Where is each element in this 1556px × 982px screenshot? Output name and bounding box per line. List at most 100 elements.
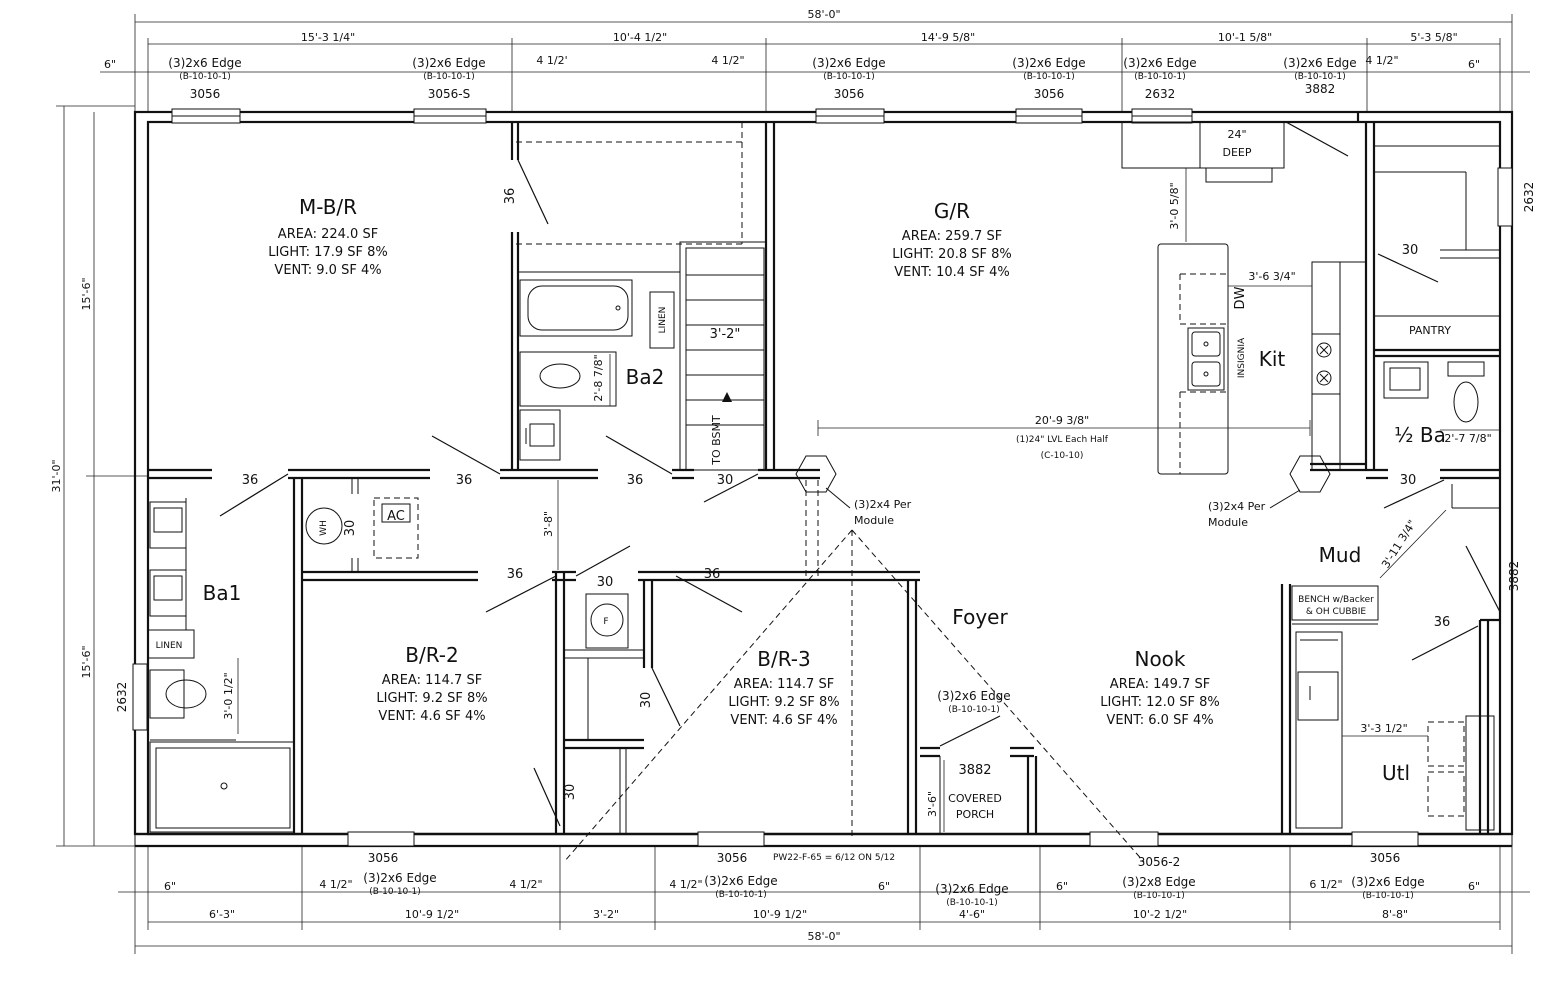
room-mbr-vent: VENT: 9.0 SF 4% [274,263,381,278]
linen-ba1-label: LINEN [156,641,183,651]
room-br3-name: B/R-3 [757,647,811,671]
windows [132,108,1513,847]
header-gr-2-callout: (B-10-10-1) [1023,72,1075,82]
top-dim-2: 10'-4 1/2" [613,31,667,44]
header-kit: (3)2x6 Edge [1123,56,1196,70]
bottom-offset-6: 6" [1056,880,1068,893]
ba1-shower-icon [149,741,295,833]
fixtures: LINEN LINEN WH AC F [147,279,1485,833]
overall-width-top: 58'-0" [807,8,840,21]
room-utl: Utl [1382,761,1410,785]
window-left-2632 [132,663,148,731]
covered-label: COVERED [948,792,1002,805]
door-br2: 36 [507,567,524,582]
dim-porch: 3'-6" [926,791,939,817]
header-mud-top-callout: (B-10-10-1) [1294,72,1346,82]
bottom-dim-4: 10'-9 1/2" [753,908,807,921]
bottom-offset-8: 6" [1468,880,1480,893]
door-mbr: 36 [456,473,473,488]
header-br3: (3)2x6 Edge [704,874,777,888]
door-ba1: 36 [242,473,259,488]
header-utl: (3)2x6 Edge [1351,875,1424,889]
door-closet-br2: 30 [563,784,578,801]
room-br2-light: LIGHT: 9.2 SF 8% [376,691,487,706]
room-labels: M-B/R AREA: 224.0 SF LIGHT: 17.9 SF 8% V… [203,128,1452,821]
window-header-labels: (3)2x6 Edge (B-10-10-1) 3056 (3)2x6 Edge… [115,56,1536,908]
door-ba2: 36 [627,473,644,488]
insignia-label: INSIGNIA [1237,337,1247,378]
window-label-mbr-1: 3056 [190,87,221,101]
header-br3-callout: (B-10-10-1) [715,890,767,900]
washer-dryer [585,593,629,649]
bottom-offset-4: 4 1/2" [669,878,702,891]
stair-arrow-icon [722,392,732,402]
overall-width-bottom: 58'-0" [807,930,840,943]
header-foyer-callout: (B-10-10-1) [948,705,1000,715]
bathtub-icon [527,285,629,331]
dim-ba1-wc: 3'-0 1/2" [222,672,235,719]
room-mbr-area: AREA: 224.0 SF [278,227,378,242]
window-br3 [697,831,765,847]
linen-ba2-label: LINEN [658,307,668,334]
header-utl-callout: (B-10-10-1) [1362,891,1414,901]
dim-kit-gap: 3'-0 5/8" [1168,182,1181,229]
room-gr-vent: VENT: 10.4 SF 4% [894,265,1009,280]
door-stair: 30 [717,473,734,488]
room-foyer: Foyer [952,605,1008,629]
dim-hall: 3'-8" [542,511,555,537]
bench-label-2: & OH CUBBIE [1306,607,1366,617]
window-label-nook: 3056-2 [1138,855,1181,869]
window-label-br2: 3056 [368,851,399,865]
room-mbr-name: M-B/R [299,195,357,219]
window-label-utl: 3056 [1370,851,1401,865]
water-heater-icon [305,507,343,545]
bottom-offset-1: 6" [164,880,176,893]
bottom-offset-2: 4 1/2" [319,878,352,891]
room-br2-area: AREA: 114.7 SF [382,673,482,688]
top-offset-c: 4 1/2" [1365,54,1398,67]
header-porch-callout: (B-10-10-1) [946,898,998,908]
to-basement-label: TO BSMT [710,415,723,466]
door-wh: 30 [343,520,358,537]
room-br2-vent: VENT: 4.6 SF 4% [378,709,485,724]
door-closet-br3: 30 [639,692,654,709]
header-foyer: (3)2x6 Edge [937,689,1010,703]
porch-label: PORCH [956,808,994,821]
door-utl: 36 [1434,615,1451,630]
room-br2-name: B/R-2 [405,643,459,667]
half-bath-toilet-icon [1453,381,1479,423]
window-label-right-3882: 3882 [1507,561,1521,592]
header-br2: (3)2x6 Edge [363,871,436,885]
bottom-dim-3: 3'-2" [593,908,619,921]
dim-utl: 3'-3 1/2" [1360,722,1407,735]
module-right-b: Module [1208,516,1248,529]
fridge-depth-label: 24" [1227,128,1246,141]
overall-dimensions: 58'-0" 15'-3 1/4" 10'-4 1/2" 14'-9 5/8" … [50,8,1530,954]
top-offset-left: 6" [104,58,116,71]
door-laundry: 30 [597,575,614,590]
header-mbr-2: (3)2x6 Edge [412,56,485,70]
ac-label: AC [387,509,405,524]
header-gr-1: (3)2x6 Edge [812,56,885,70]
room-nook-vent: VENT: 6.0 SF 4% [1106,713,1213,728]
top-offset-b: 4 1/2" [711,54,744,67]
half-bath-sink-icon [1389,367,1421,391]
pantry-label: PANTRY [1409,324,1451,337]
header-gr-2: (3)2x6 Edge [1012,56,1085,70]
room-gr-light: LIGHT: 20.8 SF 8% [892,247,1012,262]
header-mbr-2-callout: (B-10-10-1) [423,72,475,82]
top-dim-4: 10'-1 5/8" [1218,31,1272,44]
module-left-a: (3)2x4 Per [854,498,912,511]
door-br3: 36 [704,567,721,582]
room-br3-area: AREA: 114.7 SF [734,677,834,692]
room-ba2: Ba2 [626,365,665,389]
window-label-right-2632: 2632 [1522,182,1536,213]
window-br2 [347,831,415,847]
bottom-offset-7: 6 1/2" [1309,878,1342,891]
window-label-kit: 2632 [1145,87,1176,101]
room-nook-light: LIGHT: 12.0 SF 8% [1100,695,1220,710]
window-label-3882-top: 3882 [1305,82,1336,96]
bottom-offset-3: 4 1/2" [509,878,542,891]
dim-island: 3'-6 3/4" [1248,270,1295,283]
bottom-offset-5: 6" [878,880,890,893]
